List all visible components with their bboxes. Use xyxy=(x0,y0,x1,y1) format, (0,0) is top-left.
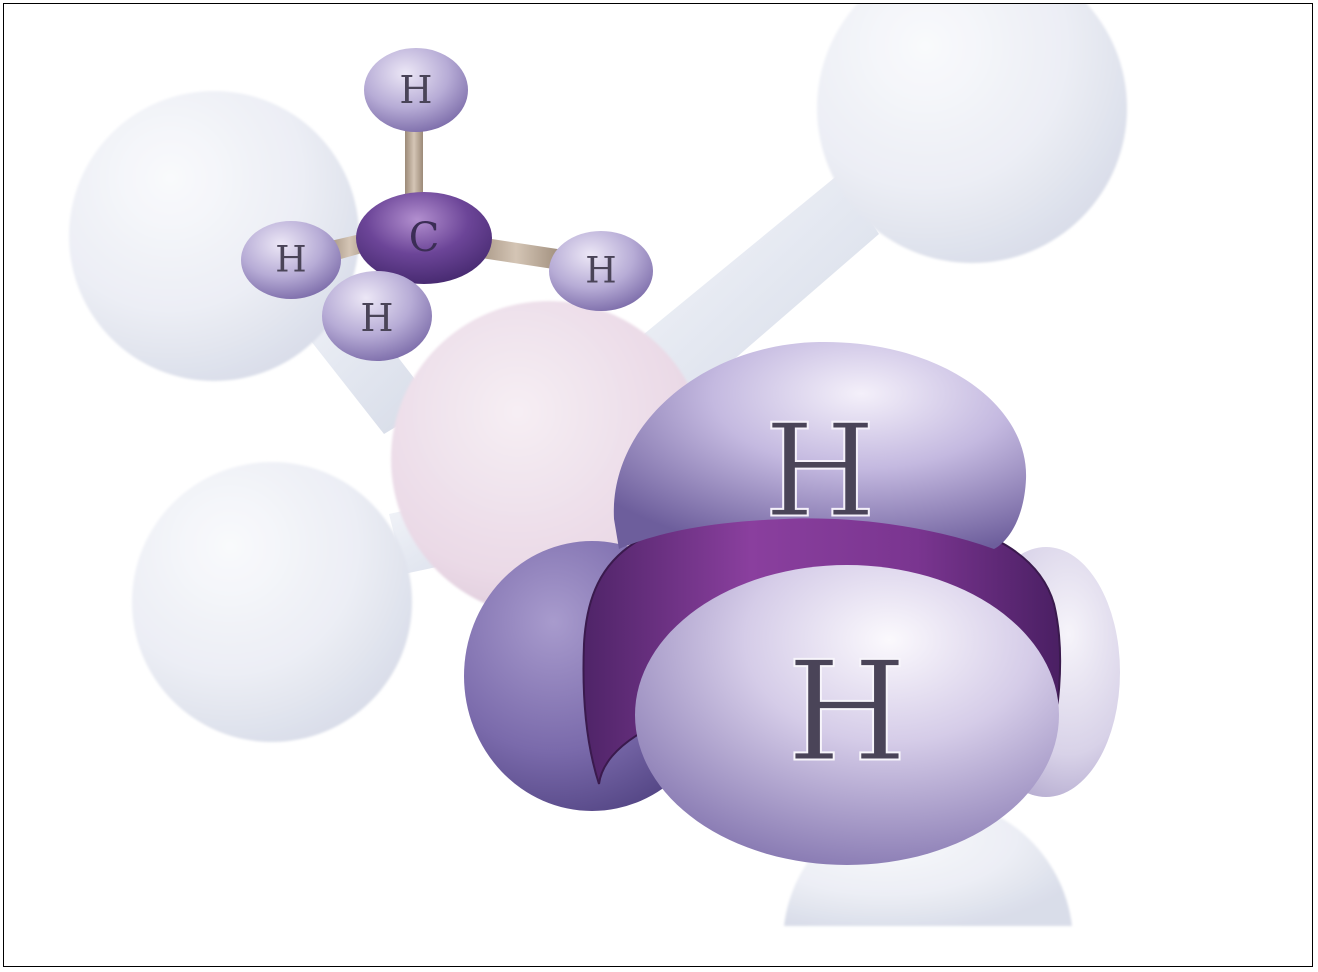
large-atom-hydrogen-upper-label: H xyxy=(764,398,876,547)
small-atom-hydrogen-right: H xyxy=(549,231,653,311)
small-atom-hydrogen-top-label: H xyxy=(399,68,432,112)
large-atom-hydrogen-front-label: H xyxy=(787,632,907,793)
small-bond-top xyxy=(405,122,423,194)
illustration-frame: C H H H H xyxy=(3,3,1313,967)
methane-molecule-illustration: C H H H H xyxy=(69,4,1127,926)
small-atom-hydrogen-top: H xyxy=(364,48,468,132)
small-atom-hydrogen-right-label: H xyxy=(585,251,616,292)
background-atom-left xyxy=(132,462,412,742)
large-atom-hydrogen-upper: H xyxy=(613,341,1027,549)
small-atom-hydrogen-left-label: H xyxy=(275,240,306,281)
large-atom-hydrogen-front: H xyxy=(635,565,1059,865)
background-atom-upper-right xyxy=(817,4,1127,263)
background-atom-upper-left xyxy=(69,91,359,381)
small-atom-carbon-label: C xyxy=(409,215,440,261)
small-atom-hydrogen-left: H xyxy=(241,221,341,299)
background-bond-upper-right xyxy=(644,174,879,394)
large-methane-molecule: H H xyxy=(464,341,1120,865)
small-bond-right xyxy=(468,236,564,270)
small-atom-hydrogen-bottom-label: H xyxy=(360,296,393,340)
small-methane-molecule: C H H H H xyxy=(241,48,653,361)
small-atom-carbon: C xyxy=(356,192,492,284)
small-atom-hydrogen-bottom: H xyxy=(322,271,432,361)
